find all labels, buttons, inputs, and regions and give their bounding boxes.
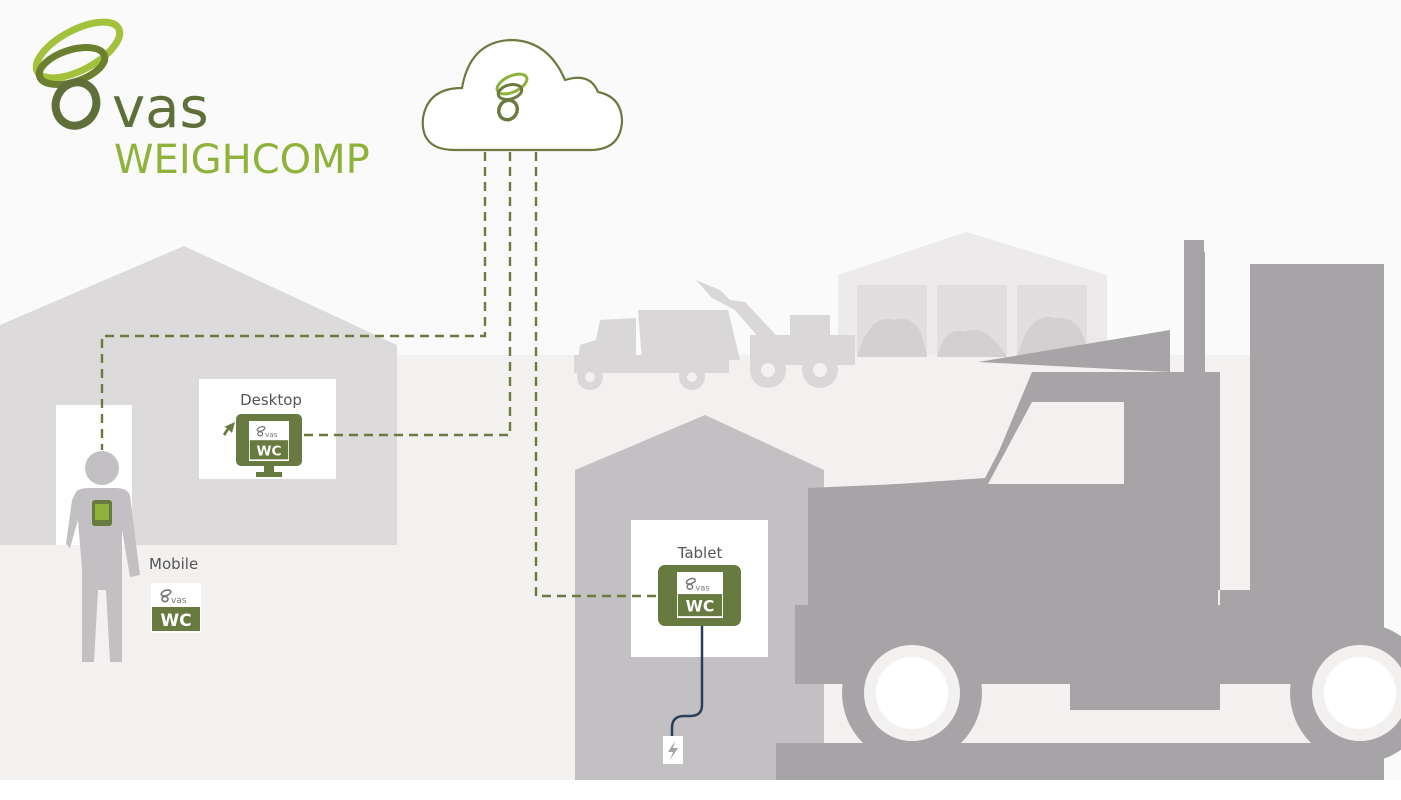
- mobile-user: [66, 451, 140, 662]
- tablet-device: Tablet: [658, 544, 741, 764]
- mobile-connection-line: [100, 152, 487, 450]
- bottom-margin: [0, 780, 1401, 795]
- loader-silhouette: [696, 280, 855, 388]
- lightning-icon: [668, 741, 678, 760]
- tablet-connection-line: [534, 152, 660, 598]
- power-cable: [670, 626, 704, 736]
- desktop-connection-line: [300, 152, 512, 437]
- cloud-vas-logo-icon: [495, 72, 529, 122]
- desktop-device: Desktop: [223, 391, 302, 477]
- mobile-label: Mobile: [149, 555, 198, 573]
- truck-windshield: [988, 402, 1124, 484]
- mobile-wc-badge: [151, 583, 201, 633]
- dump-truck-silhouette: [574, 310, 740, 390]
- cursor-icon: [223, 422, 235, 436]
- vas-logo-icon: [32, 18, 124, 130]
- storage-shed: [838, 232, 1107, 357]
- brand-name: vas: [112, 76, 209, 141]
- cloud-icon: [421, 38, 624, 152]
- cloud-connections: [100, 152, 660, 598]
- desktop-label: Desktop: [240, 391, 302, 409]
- tablet-label: Tablet: [677, 544, 723, 562]
- vas-weighcomp-logo: vas WEIGHCOMP: [32, 18, 370, 183]
- brand-product-name: WEIGHCOMP: [114, 137, 370, 183]
- person-icon: [85, 451, 119, 485]
